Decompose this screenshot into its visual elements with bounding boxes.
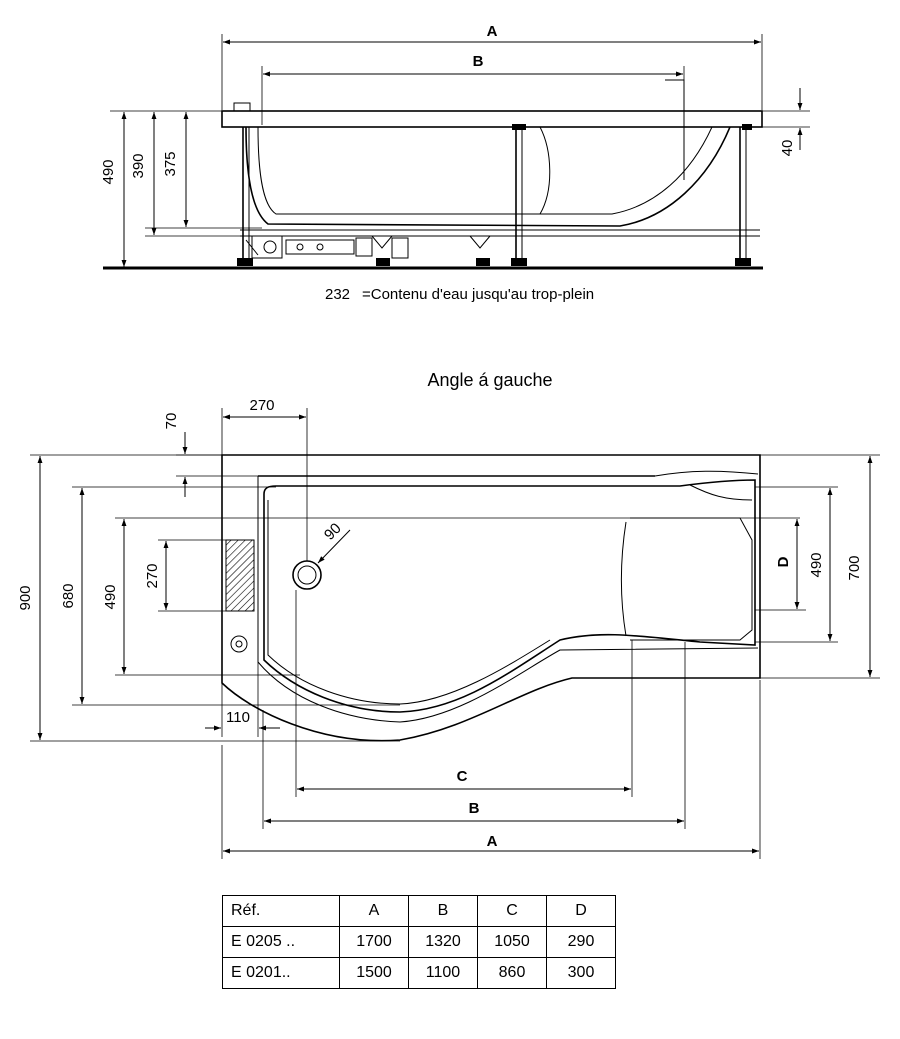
dim-110-label: 110 <box>226 709 250 726</box>
headrest-area <box>630 517 753 641</box>
dim-680-label: 680 <box>60 583 77 608</box>
dim-b-label-plan: B <box>469 800 480 817</box>
tub-body-inner <box>257 126 713 215</box>
dim-900-label: 900 <box>17 585 34 610</box>
plan-view: Angle á gauche 270 70 9 <box>17 370 880 859</box>
table-cell: 1100 <box>408 957 478 989</box>
tub-inner-edge <box>665 79 685 180</box>
dim-c-label: C <box>457 768 468 785</box>
dim-b-label-side: B <box>473 53 484 70</box>
dim-a-label-side: A <box>487 23 498 40</box>
dim-d-label: D <box>775 556 792 567</box>
dimension-table: Réf. A B C D E 0205 .. 1700 1320 1050 29… <box>222 895 616 989</box>
side-view: A B 490 390 375 40 232 =Contenu d'eau ju… <box>100 23 810 303</box>
water-content-value: 232 <box>325 286 350 303</box>
dim-270-top-label: 270 <box>249 397 274 414</box>
tub-seat-line <box>539 126 551 215</box>
dim-270-side-label: 270 <box>144 563 161 588</box>
dim-390-label: 390 <box>130 153 147 178</box>
drain-assembly <box>245 235 409 259</box>
table-header-cell: B <box>408 895 478 927</box>
table-cell: 1050 <box>477 926 547 958</box>
basin-outline <box>263 479 756 713</box>
dim-490-right-label: 490 <box>808 552 825 577</box>
dim-70-label: 70 <box>163 413 180 430</box>
table-header-row: Réf. A B C D <box>222 895 616 927</box>
table-cell: 1320 <box>408 926 478 958</box>
rim-inner-edge <box>257 476 759 723</box>
table-header-cell: Réf. <box>222 895 340 927</box>
dim-a-label-plan: A <box>487 833 498 850</box>
table-cell: 290 <box>546 926 616 958</box>
table-cell: 1700 <box>339 926 409 958</box>
dim-90-label: 90 <box>321 520 345 544</box>
table-cell: E 0201.. <box>222 957 340 989</box>
dim-490-label: 490 <box>100 159 117 184</box>
table-row: E 0205 .. 1700 1320 1050 290 <box>222 926 616 958</box>
table-header-cell: C <box>477 895 547 927</box>
table-header-cell: A <box>339 895 409 927</box>
dim-490-left-label: 490 <box>102 584 119 609</box>
table-row: E 0201.. 1500 1100 860 300 <box>222 957 616 989</box>
overflow-icon <box>230 635 248 653</box>
table-cell: 300 <box>546 957 616 989</box>
dim-375-label: 375 <box>162 151 179 176</box>
table-cell: 860 <box>477 957 547 989</box>
table-cell: E 0205 .. <box>222 926 340 958</box>
dim-40-label: 40 <box>779 140 796 157</box>
dim-line-90 <box>317 529 351 564</box>
plan-title: Angle á gauche <box>427 370 552 390</box>
dim-700-label: 700 <box>846 555 863 580</box>
tub-rim <box>221 110 763 128</box>
tub-body-outer <box>245 126 731 227</box>
overflow-knob <box>233 102 251 112</box>
tub-outline-plan <box>221 454 761 742</box>
tap-hatched-area <box>225 539 255 612</box>
water-content-caption: =Contenu d'eau jusqu'au trop-plein <box>362 286 594 303</box>
table-cell: 1500 <box>339 957 409 989</box>
table-header-cell: D <box>546 895 616 927</box>
drain-icon <box>292 560 322 590</box>
